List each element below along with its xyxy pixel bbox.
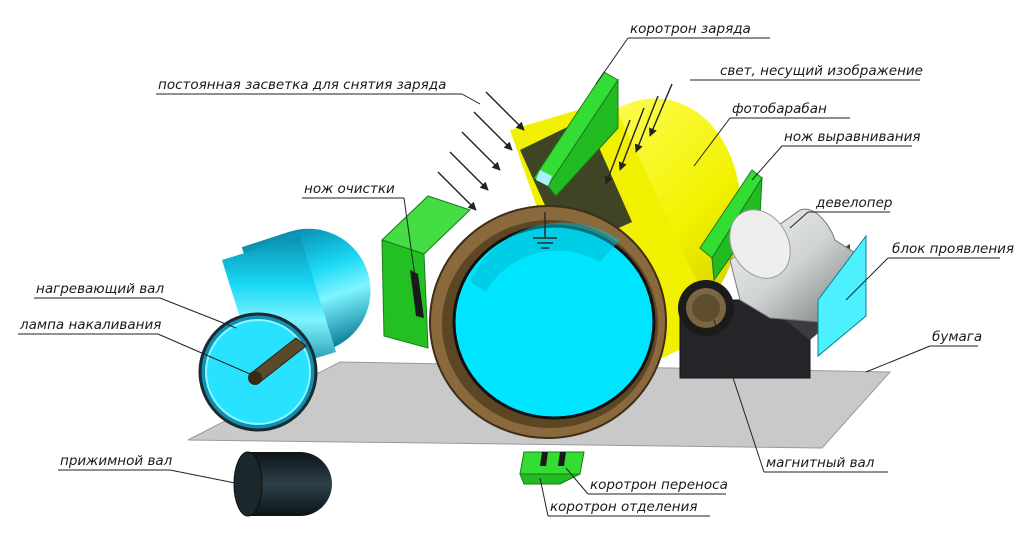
label-heating-roller: нагревающий вал: [36, 281, 164, 297]
label-constant-exposure: постоянная засветка для снятия заряда: [158, 77, 446, 93]
label-pressure-roller: прижимной вал: [60, 453, 173, 469]
label-corotron-transfer: коротрон переноса: [590, 477, 728, 493]
heating-roller: [198, 228, 371, 432]
labels: коротрон заряда постоянная засветка для …: [19, 21, 1014, 515]
constant-exposure-arrows: [437, 91, 525, 211]
label-corotron-charge: коротрон заряда: [630, 21, 751, 37]
developer-unit: [678, 208, 867, 379]
magnetic-roller: [678, 280, 734, 336]
image-light-arrows: [604, 83, 673, 185]
developer-block: [817, 234, 867, 358]
label-light-image: свет, несущий изображение: [720, 63, 923, 79]
label-corotron-separation: коротрон отделения: [550, 499, 697, 515]
pressure-roller: [233, 451, 332, 517]
transfer-corotron: [519, 451, 585, 475]
separation-corotron: [519, 473, 581, 485]
ground-symbol: [533, 212, 557, 249]
label-paper: бумага: [932, 329, 982, 345]
cleaning-blade: [381, 195, 471, 349]
label-developer-unit: блок проявления: [892, 241, 1014, 257]
label-photodrum: фотобарабан: [732, 101, 827, 117]
label-leveling-blade: нож выравнивания: [784, 129, 921, 145]
leader-lines: [18, 37, 1000, 517]
label-incandescent-lamp: лампа накаливания: [19, 317, 161, 333]
label-cleaning-blade: нож очистки: [304, 181, 395, 197]
label-developer: девелопер: [815, 195, 893, 211]
charge-corotron: [533, 71, 619, 197]
label-magnetic-roller: магнитный вал: [766, 455, 875, 471]
